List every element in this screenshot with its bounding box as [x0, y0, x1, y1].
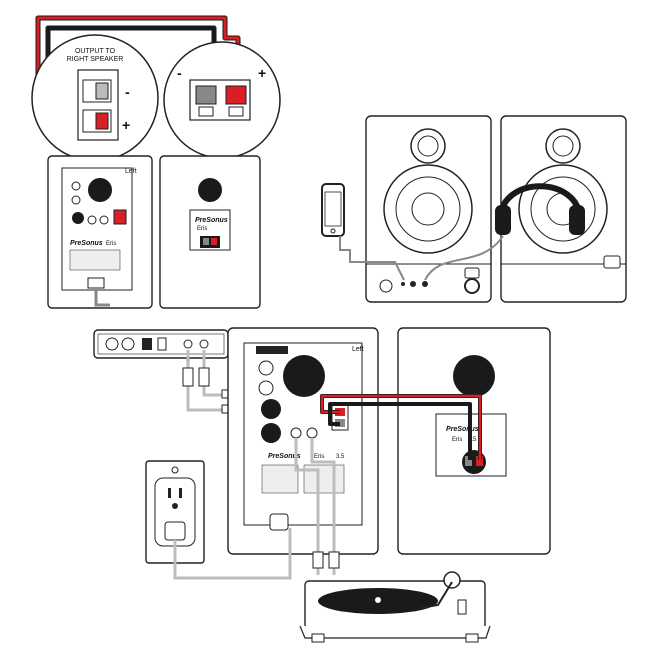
- model-top-left: Eris: [106, 241, 116, 247]
- minus-sign-right: -: [177, 65, 182, 81]
- brand-top-left: PreSonus: [70, 240, 103, 247]
- turntable-icon: [299, 571, 491, 643]
- power-outlet-icon: [145, 460, 205, 564]
- output-label-line2: RIGHT SPEAKER: [67, 56, 124, 63]
- brand-bottom-left: PreSonus: [268, 453, 301, 460]
- model-number-bottom-right: 3.5: [468, 437, 477, 443]
- audio-interface-icon: [93, 329, 229, 359]
- right-speaker-front: [500, 115, 627, 303]
- plus-sign: +: [122, 117, 130, 133]
- phone-icon: [321, 183, 405, 281]
- brand-bottom-right: PreSonus: [446, 426, 479, 433]
- output-label-line1: OUTPUT TO: [75, 48, 116, 55]
- model-bottom-left: Eris: [314, 454, 324, 460]
- headphones-icon: [424, 183, 585, 281]
- model-bottom-right: Eris: [452, 437, 462, 443]
- side-label-bottom: Left: [352, 346, 364, 353]
- turntable-cable-plugs: [312, 551, 340, 569]
- turntable-cables: [294, 438, 336, 575]
- model-top-right: Eris: [197, 226, 207, 232]
- power-cable: [173, 528, 292, 580]
- brand-top-right: PreSonus: [195, 217, 228, 224]
- left-speaker-rear-bottom: Left PreSonus Eris 3.5: [227, 327, 379, 555]
- left-speaker-rear-top: Left PreSonus Eris: [47, 155, 153, 309]
- right-speaker-rear-bottom: PreSonus Eris 3.5: [397, 327, 551, 555]
- side-label-top: Left: [125, 168, 137, 175]
- model-number-bottom-left: 3.5: [336, 454, 345, 460]
- output-callout: OUTPUT TO RIGHT SPEAKER - +: [31, 34, 159, 211]
- minus-sign: -: [125, 84, 130, 100]
- plus-sign-right: +: [258, 65, 266, 81]
- right-speaker-rear-top: PreSonus Eris: [159, 155, 261, 309]
- left-speaker-front: [365, 115, 492, 303]
- input-callout: - +: [163, 41, 281, 235]
- bottom-speaker-cable: [320, 394, 482, 460]
